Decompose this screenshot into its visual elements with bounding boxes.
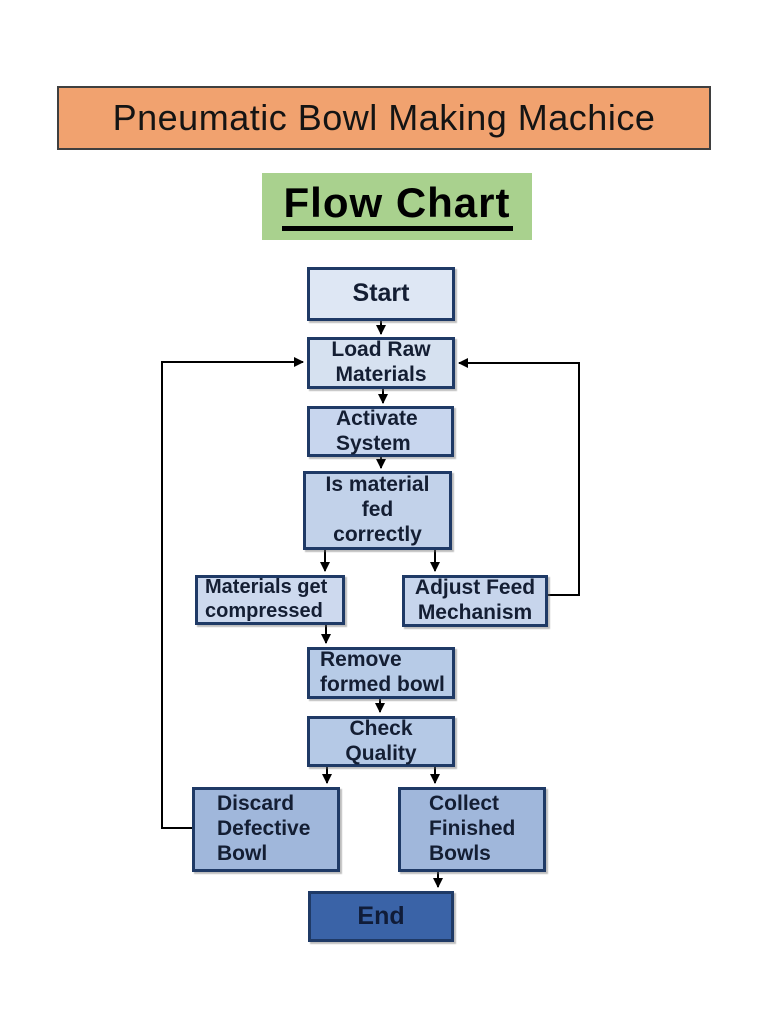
edge-adjust-loop-to-load xyxy=(458,358,580,596)
main-title-banner: Pneumatic Bowl Making Machice xyxy=(57,86,711,150)
flow-chart-heading: Flow Chart xyxy=(281,181,513,231)
main-title: Pneumatic Bowl Making Machice xyxy=(112,97,656,138)
flow-chart-heading-banner: Flow Chart xyxy=(262,173,532,240)
edge-discard-loop-to-load xyxy=(161,357,304,829)
